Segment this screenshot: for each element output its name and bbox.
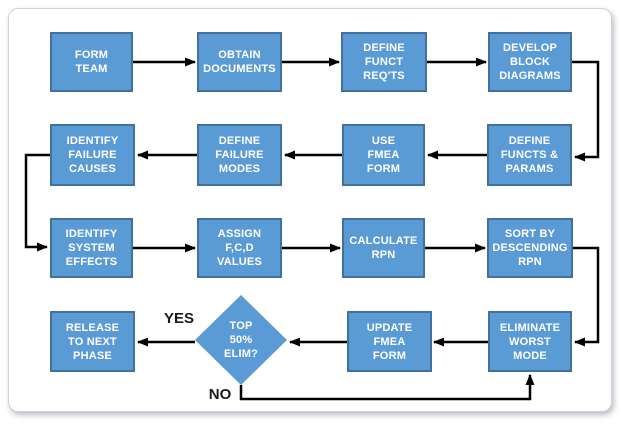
node-label: RELEASE TO NEXT PHASE [65, 321, 120, 362]
node-label: DEVELOP BLOCK DIAGRAMS [499, 42, 561, 82]
node-label: DEFINE FUNCTS & PARAMS [500, 135, 559, 175]
node-label: ELIMINATE WORST MODE [499, 321, 561, 362]
node-calculate-rpn: CALCULATE RPN [342, 218, 425, 278]
node-label: OBTAIN DOCUMENTS [203, 49, 276, 75]
node-form-team: FORM TEAM [50, 32, 133, 92]
node-label: UPDATE FMEA FORM [366, 321, 413, 362]
decision-top-50-elim: TOP 50% ELIM? [224, 320, 258, 360]
node-sort-by-descending-rpn: SORT BY DESCENDING RPN [487, 218, 573, 278]
edge-sort-by-descending-rpn-to-eliminate-worst-mode [573, 246, 600, 347]
node-label: SORT BY DESCENDING RPN [492, 228, 568, 268]
node-label: IDENTIFY FAILURE CAUSES [66, 135, 119, 175]
node-develop-block-diagrams: DEVELOP BLOCK DIAGRAMS [488, 32, 572, 92]
edge-label-no: NO [208, 386, 232, 403]
node-obtain-documents: OBTAIN DOCUMENTS [197, 32, 282, 92]
decision-diamond [195, 295, 287, 385]
edge-decision-no-to-eliminate-worst-mode [239, 374, 535, 401]
node-label: IDENTIFY SYSTEM EFFECTS [65, 228, 118, 268]
node-identify-failure-causes: IDENTIFY FAILURE CAUSES [50, 124, 135, 186]
node-assign-fcd-values: ASSIGN F,C,D VALUES [197, 218, 282, 278]
node-release-to-next-phase: RELEASE TO NEXT PHASE [50, 311, 135, 372]
node-update-fmea-form: UPDATE FMEA FORM [347, 311, 432, 372]
node-eliminate-worst-mode: ELIMINATE WORST MODE [488, 311, 572, 372]
node-identify-system-effects: IDENTIFY SYSTEM EFFECTS [50, 218, 133, 278]
node-label: FORM TEAM [74, 49, 109, 75]
node-define-funct-reqts: DEFINE FUNCT REQ'TS [341, 32, 427, 92]
node-label: DEFINE FUNCT REQ'TS [363, 42, 405, 82]
node-label: CALCULATE RPN [349, 235, 418, 261]
node-define-failure-modes: DEFINE FAILURE MODES [197, 124, 282, 186]
edge-develop-block-diagrams-to-define-functs-params [572, 60, 600, 162]
edge-identify-failure-causes-to-identify-system-effects [24, 153, 50, 252]
node-use-fmea-form: USE FMEA FORM [342, 124, 425, 186]
node-label: DEFINE FAILURE MODES [215, 135, 264, 175]
edge-label-yes: YES [163, 310, 194, 327]
node-label: ASSIGN F,C,D VALUES [216, 228, 262, 268]
node-label: USE FMEA FORM [366, 135, 401, 175]
node-define-functs-params: DEFINE FUNCTS & PARAMS [487, 124, 572, 186]
